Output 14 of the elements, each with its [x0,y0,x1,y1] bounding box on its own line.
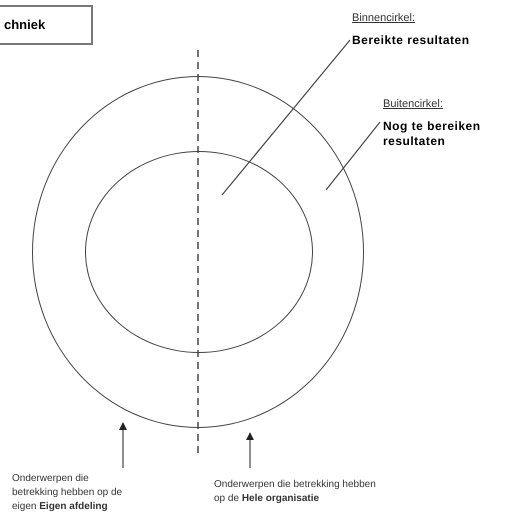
title-text: chniek [4,16,46,34]
leader-line [326,122,380,190]
arrow [119,422,127,468]
circle [32,76,364,428]
circle [85,151,313,353]
heading-text: Binnencirkel: [352,11,416,26]
description-text: Bereikte resultaten [352,32,471,48]
caption-text: Onderwerpen die betrekking hebben op de eigen Eigen afdeling [12,472,124,514]
title-box [0,5,93,45]
leader-line [222,40,350,196]
heading-text: Buitencirkel: [383,97,444,112]
description-text: Nog te bereiken resultaten [383,118,482,150]
caption-text: Onderwerpen die betrekking hebben op de Hele organisatie [214,478,377,506]
arrow [246,432,254,468]
